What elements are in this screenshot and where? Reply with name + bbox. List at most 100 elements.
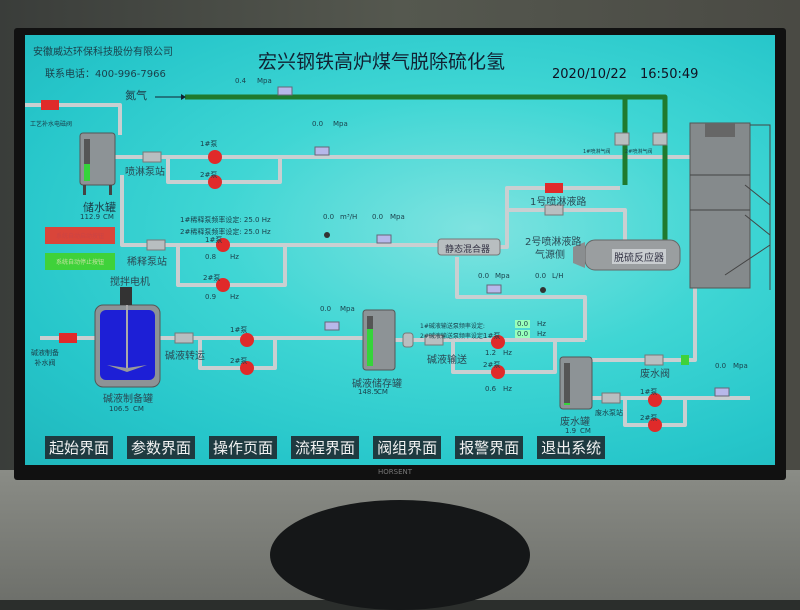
waste-valve-green — [681, 355, 689, 365]
auto-stop-button[interactable]: 系统自动停止按钮 — [45, 253, 115, 270]
unit: Hz — [230, 253, 239, 261]
delivery-freq2: 0.6 — [485, 385, 497, 393]
pump-label: 1#泵 — [200, 140, 218, 148]
waste-return-pipe — [573, 285, 697, 365]
gas-valve1-label: 1#喷淋气阀 — [583, 149, 611, 155]
waste-station-label: 废水泵站 — [595, 409, 623, 417]
pump-label: 1#泵 — [483, 332, 501, 340]
spray-pressure: 0.0 — [312, 120, 324, 128]
delivery-set1-label: 1#碱液输送泵频率设定: — [420, 323, 485, 330]
nav-alarms[interactable]: 报警界面 — [455, 436, 524, 459]
pumps — [208, 150, 662, 432]
spray-station-label: 喷淋泵站 — [125, 167, 165, 178]
time: 16:50:49 — [640, 67, 699, 82]
alkali-storage-label: 碱液储存罐 — [352, 379, 402, 390]
dilution-set2: 2#稀释泵频率设定: 25.0 Hz — [180, 228, 271, 236]
dilution-freq1: 0.8 — [205, 253, 217, 261]
unit: Mpa — [333, 120, 348, 128]
nav-start[interactable]: 起始界面 — [45, 436, 114, 459]
water-tank-level-bar — [84, 164, 90, 181]
nitrogen-pressure: 0.4 — [235, 77, 247, 85]
nav-params[interactable]: 参数界面 — [127, 436, 196, 459]
nitrogen-label: 氮气 — [125, 89, 147, 102]
agitator-motor — [120, 287, 132, 305]
delivery-pressure: 0.0 — [478, 272, 490, 280]
gas-side-label: 气源侧 — [535, 250, 565, 261]
unit: CM — [103, 213, 114, 221]
agitator-motor-label: 搅拌电机 — [110, 277, 150, 288]
gas-valve2-label: 2#喷淋气阀 — [625, 149, 653, 155]
pump-label: 1#泵 — [640, 388, 658, 396]
pump-label: 2#泵 — [203, 274, 221, 282]
nav-operation[interactable]: 操作页面 — [209, 436, 278, 459]
alkali-delivery-label: 碱液输送 — [427, 355, 467, 366]
dilution-pressure: 0.0 — [372, 213, 384, 221]
pump-label: 2#泵 — [200, 171, 218, 179]
monitor-stand — [270, 500, 530, 610]
pump-label: 1#泵 — [205, 236, 223, 244]
pump-label: 2#泵 — [483, 361, 501, 369]
static-mixer — [437, 238, 501, 256]
alkali-transfer-label: 碱液转运 — [165, 351, 205, 362]
dilution-pipe — [120, 175, 440, 247]
dilution-station-label: 稀释泵站 — [127, 257, 167, 268]
hmi-screen: 安徽威达环保科技股份有限公司 联系电话：400-996-7966 宏兴钢铁高炉煤… — [25, 35, 775, 465]
mixer-outlet-pipe — [500, 186, 620, 249]
spray-line2-label: 2号喷淋液路 — [525, 237, 582, 248]
phone: 联系电话：400-996-7966 — [45, 69, 166, 80]
makeup-valve-label: 碱液制备补水阀 — [31, 349, 59, 367]
unit: Mpa — [257, 77, 272, 85]
nav-process[interactable]: 流程界面 — [291, 436, 360, 459]
water-tank-level: 112.9 — [80, 213, 101, 221]
nitrogen-pipe — [185, 94, 668, 240]
unit: Hz — [537, 320, 546, 328]
unit: CM — [377, 388, 388, 396]
waste-pressure: 0.0 — [715, 362, 727, 370]
delivery-freq1: 1.2 — [485, 349, 497, 357]
spray-line1-label: 1号喷淋液路 — [530, 197, 587, 208]
unit: Mpa — [495, 272, 510, 280]
waste-tank-label: 废水罐 — [560, 417, 590, 428]
mixer-down-pipe — [455, 257, 587, 340]
nav-exit[interactable]: 退出系统 — [537, 436, 606, 459]
unit: Mpa — [390, 213, 405, 221]
dilution-set1: 1#稀释泵频率设定: 25.0 Hz — [180, 216, 271, 224]
dilution-freq2: 0.9 — [205, 293, 217, 301]
unit: Hz — [537, 330, 546, 338]
pump-label: 2#泵 — [640, 414, 658, 422]
static-mixer-label: 静态混合器 — [445, 245, 491, 255]
unit: Hz — [503, 385, 512, 393]
alkali-storage-level: 148.5 — [358, 388, 379, 396]
unit: Mpa — [733, 362, 748, 370]
unit: Hz — [230, 293, 239, 301]
unit: L/H — [552, 272, 564, 280]
alkali-prep-tank-label: 碱液制备罐 — [103, 394, 153, 405]
delivery-set1-input[interactable]: 0.0 — [515, 320, 531, 328]
date: 2020/10/22 — [552, 67, 627, 82]
delivery-set2-input[interactable]: 0.0 — [515, 330, 531, 338]
page-title: 宏兴钢铁高炉煤气脱除硫化氢 — [258, 51, 506, 73]
pump-label: 2#泵 — [230, 357, 248, 365]
nav-valves[interactable]: 阀组界面 — [373, 436, 442, 459]
nav-bar: 起始界面 参数界面 操作页面 流程界面 阀组界面 报警界面 退出系统 — [45, 436, 606, 459]
transfer-pressure: 0.0 — [320, 305, 332, 313]
delivery-flow: 0.0 — [535, 272, 547, 280]
waste-tank-level: 1.9 — [565, 427, 577, 435]
unit: Mpa — [340, 305, 355, 313]
transfer-bypass-pipe — [198, 338, 277, 370]
pump-label: 1#泵 — [230, 326, 248, 334]
delivery-set2-label: 2#碱液输送泵频率设定: — [420, 333, 485, 340]
company-name: 安徽威达环保科技股份有限公司 — [33, 47, 173, 58]
alkali-prep-level: 106.5 — [109, 405, 130, 413]
auto-start-button[interactable]: 系统自动启动按钮 — [45, 227, 115, 244]
monitor-brand: HORSENT — [378, 468, 413, 476]
unit: CM — [133, 405, 144, 413]
unit: m³/H — [340, 213, 358, 221]
reactor-label: 脱硫反应器 — [612, 249, 666, 264]
dilution-bypass-pipe — [176, 245, 287, 287]
water-tank-label: 储水罐 — [83, 201, 116, 214]
waste-valve-label: 废水阀 — [640, 369, 670, 380]
unit: CM — [580, 427, 591, 435]
spray-bypass-pipe — [166, 157, 282, 184]
unit: Hz — [503, 349, 512, 357]
